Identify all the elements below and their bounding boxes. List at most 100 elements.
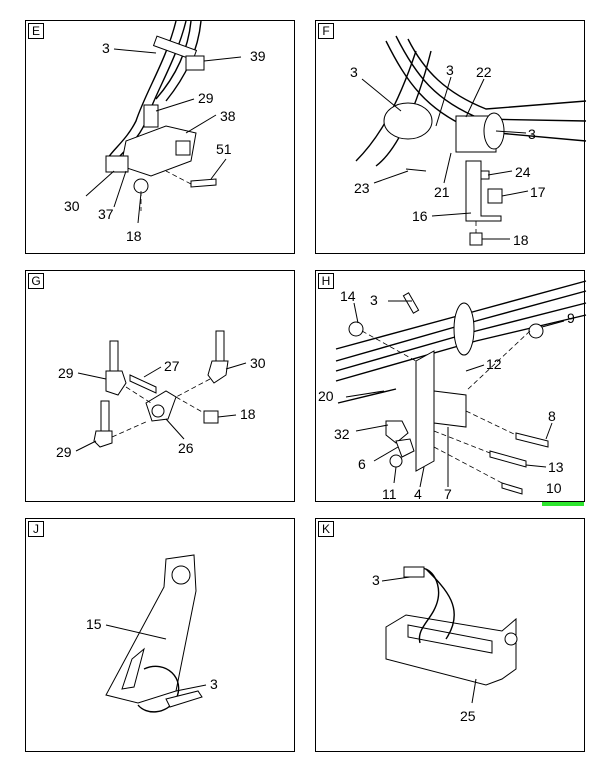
dash-lines-g xyxy=(111,378,211,438)
leader-j-15 xyxy=(105,624,167,640)
callout-h-7: 7 xyxy=(444,486,452,502)
nut-38 xyxy=(175,140,191,156)
elbow-29-top xyxy=(105,370,127,396)
bracket-25-slots xyxy=(407,624,493,654)
hose-h5 xyxy=(337,388,397,404)
callout-h-10: 10 xyxy=(546,480,562,496)
callout-e-37: 37 xyxy=(98,206,114,222)
fitting-32 xyxy=(385,420,409,444)
leader-f-23 xyxy=(373,170,409,184)
bracket-15-hole xyxy=(171,565,191,585)
dash-lines-h xyxy=(361,330,531,484)
leader-f-3b xyxy=(435,76,452,127)
bolt-17 xyxy=(487,188,503,204)
callout-g-18: 18 xyxy=(240,406,256,422)
hose-h4 xyxy=(335,280,587,350)
tie-3 xyxy=(402,292,420,314)
bracket-4 xyxy=(415,350,435,472)
nut-9 xyxy=(528,323,544,339)
callout-e-38: 38 xyxy=(220,108,236,124)
leader-f-24 xyxy=(487,170,513,176)
bracket-16 xyxy=(465,160,502,222)
tube-30 xyxy=(215,330,225,362)
leader-e-38 xyxy=(185,114,217,134)
fitting-29 xyxy=(143,104,159,128)
callout-f-3c: 3 xyxy=(528,126,536,142)
tube-29-top xyxy=(109,340,119,372)
bolt-10 xyxy=(501,482,523,495)
hose-h3 xyxy=(335,314,587,382)
panel-h: H 14 3 9 12 20 8 32 xyxy=(315,270,587,502)
bracket-15 xyxy=(105,554,197,704)
callout-g-29b: 29 xyxy=(56,444,72,460)
tie-3-head xyxy=(165,690,203,708)
callout-h-4: 4 xyxy=(414,486,422,502)
bolt-51 xyxy=(190,178,217,188)
fitting-30 xyxy=(105,155,129,173)
leader-g-18 xyxy=(217,414,237,418)
callout-f-23: 23 xyxy=(354,180,370,196)
leader-f-21 xyxy=(443,152,452,184)
leader-f-3c xyxy=(495,130,527,134)
callout-e-3: 3 xyxy=(102,40,110,56)
bolt-13 xyxy=(489,450,527,468)
leader-f-3a xyxy=(361,78,402,112)
callout-h-32: 32 xyxy=(334,426,350,442)
panel-e-label: E xyxy=(28,23,44,39)
fitting-26-port xyxy=(151,404,165,418)
tie-3-head xyxy=(403,566,425,578)
callout-g-29a: 29 xyxy=(58,365,74,381)
clip-39 xyxy=(152,35,198,61)
leader-h-9 xyxy=(541,320,565,328)
hose-3 xyxy=(155,20,192,100)
leader-h-13 xyxy=(525,464,547,468)
leader-f-17 xyxy=(501,190,529,197)
callout-f-24: 24 xyxy=(515,164,531,180)
clamp-3-left xyxy=(383,102,433,140)
dash-lines-e xyxy=(140,170,192,211)
nut-18 xyxy=(469,232,483,246)
bracket-25 xyxy=(385,614,517,686)
leader-g-29a xyxy=(77,372,107,380)
hose-h2 xyxy=(335,302,587,372)
nut-18 xyxy=(133,178,149,194)
leader-h-4 xyxy=(419,466,425,488)
callout-e-29: 29 xyxy=(198,90,214,106)
panel-g: G 29 27 30 18 26 29 xyxy=(25,270,295,502)
callout-h-9: 9 xyxy=(567,310,575,326)
panel-e-drawing: 3 39 29 38 51 30 37 18 xyxy=(64,20,266,244)
callout-f-3a: 3 xyxy=(350,64,358,80)
leader-e-30 xyxy=(85,170,115,197)
fitting-6 xyxy=(395,438,415,458)
bolt-27 xyxy=(129,374,157,394)
callout-e-18: 18 xyxy=(126,228,142,244)
callout-k-25: 25 xyxy=(460,708,476,724)
leader-h-12 xyxy=(465,364,485,372)
leader-f-22 xyxy=(465,78,485,118)
leader-k-3 xyxy=(381,576,411,582)
leader-h-20 xyxy=(345,390,385,398)
tie-3-right xyxy=(425,568,455,640)
callout-e-30: 30 xyxy=(64,198,80,214)
panel-e: E 3 39 29 38 51 30 37 18 xyxy=(25,20,295,254)
leader-k-25 xyxy=(471,678,477,704)
leader-h-6 xyxy=(373,446,399,462)
bracket-15-slots xyxy=(121,647,145,690)
panel-g-drawing: 29 27 30 18 26 29 xyxy=(56,330,266,460)
callout-h-8: 8 xyxy=(548,408,556,424)
bolt-8 xyxy=(515,432,549,448)
tie-23 xyxy=(405,168,427,172)
leader-h-32 xyxy=(355,424,389,432)
callout-g-26: 26 xyxy=(178,440,194,456)
callout-j-15: 15 xyxy=(86,616,102,632)
callout-h-14: 14 xyxy=(340,288,356,304)
leader-f-16 xyxy=(431,212,472,217)
callout-h-20: 20 xyxy=(318,388,334,404)
callout-g-30: 30 xyxy=(250,355,266,371)
callout-f-21: 21 xyxy=(434,184,450,200)
panel-g-label: G xyxy=(28,273,44,289)
tube-29-bottom xyxy=(100,400,110,432)
bracket-7 xyxy=(433,390,467,428)
nut-14 xyxy=(348,321,364,337)
nut-24 xyxy=(480,170,490,180)
